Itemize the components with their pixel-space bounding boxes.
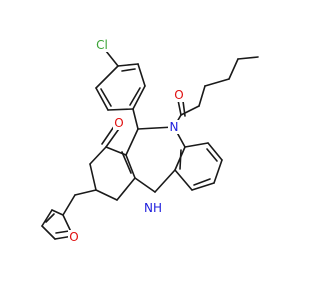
atom-label-cl: Cl — [92, 38, 112, 52]
hexanoyl-chain — [173, 56, 259, 128]
svg-text:N: N — [170, 120, 179, 134]
chlorophenyl-ring — [95, 50, 146, 111]
svg-text:O: O — [114, 116, 123, 130]
atom-label-amine-nitrogen: NH — [142, 196, 164, 222]
svg-text:Cl: Cl — [96, 38, 108, 52]
svg-text:NH: NH — [144, 201, 162, 215]
atom-label-ketone-oxygen: O — [113, 116, 125, 130]
atom-label-amide-oxygen: O — [173, 88, 185, 102]
molecule-structure-diagram: Cl O O N NH O — [41, 38, 259, 244]
molecule-canvas: Cl O O N NH O — [41, 38, 259, 244]
benzo-ring — [174, 142, 223, 191]
ketone-double-bond — [101, 124, 116, 145]
atom-label-furan-oxygen: O — [68, 230, 80, 244]
svg-text:O: O — [69, 230, 78, 244]
svg-text:O: O — [174, 88, 183, 102]
cyclohexenone-ring — [89, 146, 136, 201]
aryl-bond — [132, 108, 139, 130]
atom-label-amide-nitrogen: N — [168, 120, 180, 134]
